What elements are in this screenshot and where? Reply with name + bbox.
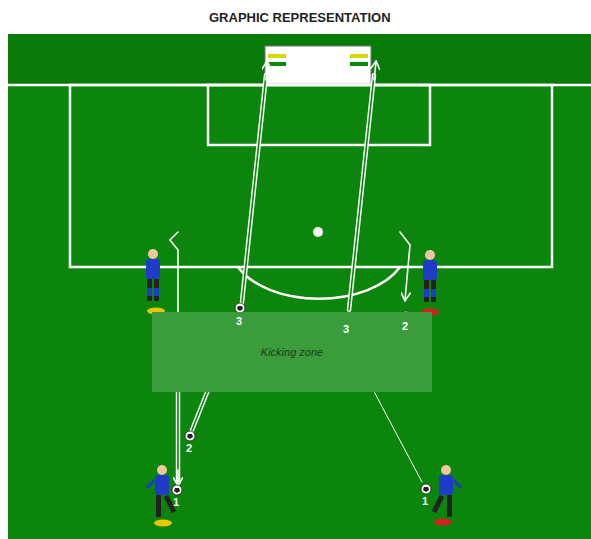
pitch-shape: [447, 495, 452, 517]
pitch-shape: [70, 85, 552, 267]
pitch-shape: [177, 470, 179, 485]
pitch-shape: [147, 279, 152, 301]
pitch-shape: [453, 480, 461, 488]
pitch-shape: [238, 267, 400, 299]
pitch-shape: [172, 485, 182, 495]
pitch-shape: [208, 85, 430, 145]
pitch-shape: [439, 475, 453, 495]
pitch-shape: [266, 62, 267, 80]
pitch-shape: [146, 249, 160, 301]
players: [146, 249, 461, 517]
callout-number: 2: [186, 442, 192, 454]
zone-label: Kicking zone: [261, 346, 323, 358]
pitch-shape: [349, 75, 374, 310]
pitch-shape: [166, 496, 174, 512]
kicking-zone-band: Kicking zone: [152, 312, 432, 392]
callout-number: 2: [402, 320, 408, 332]
pitch-shape: [431, 280, 436, 302]
pitch-shape: [425, 250, 435, 260]
pitch-shape: [178, 75, 374, 480]
pitch-shape: [176, 380, 181, 480]
pitch-shape: [177, 380, 179, 480]
pitch-shape: [242, 75, 266, 302]
pitch-shape: [421, 484, 431, 494]
pass-arrows: [170, 62, 422, 485]
penalty-spot: [313, 227, 323, 237]
diagram-title: GRAPHIC REPRESENTATION: [209, 10, 391, 25]
pitch-shape: [423, 250, 437, 302]
callout-number: 3: [236, 315, 242, 327]
pitch-shape: [146, 259, 160, 279]
pitch-shape: [424, 280, 429, 302]
pitch-shape: [400, 232, 410, 300]
pitch-shape: [154, 279, 159, 301]
pitch-shape: [349, 75, 374, 310]
pitch-shape: [185, 431, 195, 441]
pitch-shape: [147, 480, 155, 488]
pitch-shape: [434, 519, 452, 526]
pitch-shape: [242, 75, 266, 302]
pitch-shape: [350, 62, 368, 66]
cones: [147, 308, 452, 527]
callout-number: 3: [343, 323, 349, 335]
pitch-shape: [156, 495, 161, 517]
pitch-shape: [423, 260, 437, 280]
pitch-shape: [147, 465, 174, 517]
pitch-shape: [268, 62, 286, 66]
pitch: [8, 34, 591, 539]
pitch-shape: [155, 475, 169, 495]
pitch-shape: [424, 289, 429, 297]
pitch-shape: [350, 54, 368, 58]
pitch-edge: [8, 34, 591, 84]
pitch-lines: [8, 85, 591, 299]
callout-number: 1: [173, 496, 179, 508]
pitch-shape: [147, 288, 152, 296]
pitch-shape: [148, 249, 158, 259]
pitch-shape: [157, 465, 167, 475]
pitch-shape: [178, 62, 376, 485]
pitch-shape: [154, 288, 159, 296]
pitch-shape: [441, 465, 451, 475]
pitch-shape: [434, 496, 442, 512]
pitch-shape: [268, 54, 286, 58]
pitch-shape: [434, 465, 461, 517]
pitch-shape: [154, 520, 172, 527]
callout-number: 1: [422, 495, 428, 507]
pitch-shape: [374, 62, 376, 80]
goal: [265, 46, 371, 84]
pitch-shape: [178, 75, 374, 480]
pitch-shape: [431, 289, 436, 297]
